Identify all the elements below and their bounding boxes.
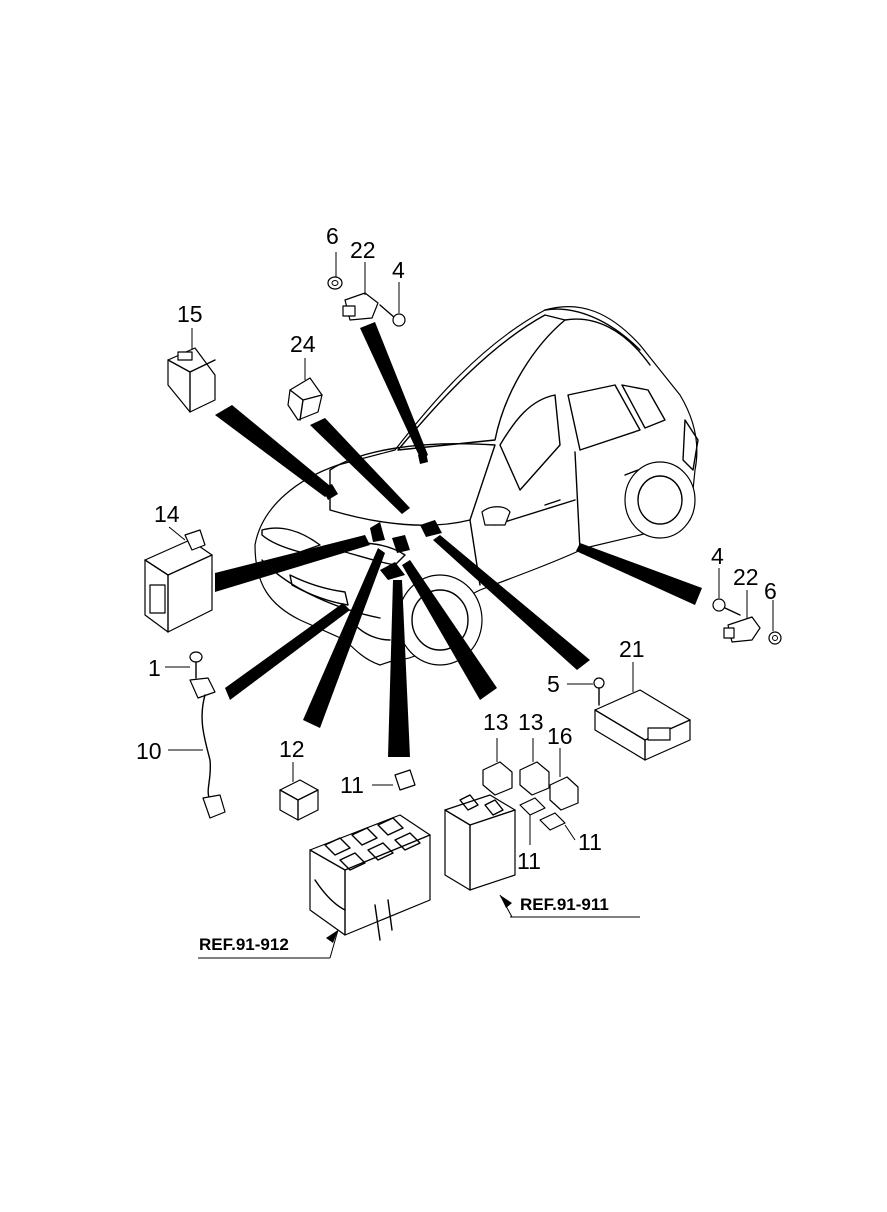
leader-11a (388, 580, 410, 757)
callout-16: 16 (547, 723, 573, 749)
leader-10 (225, 603, 350, 700)
callout-21: 21 (619, 636, 645, 662)
callout-13-b: 13 (518, 709, 544, 735)
part-1-bolt (165, 651, 203, 679)
callout-22-right: 22 (733, 564, 759, 590)
part-11-relay-c (539, 812, 576, 841)
callout-14: 14 (154, 501, 180, 527)
callout-12: 12 (279, 736, 305, 762)
leader-14 (215, 535, 370, 592)
ref-911-leader (499, 894, 640, 918)
part-6-right (768, 600, 782, 645)
callout-11-c: 11 (578, 829, 602, 855)
callout-13-a: 13 (483, 709, 509, 735)
part-24-relay (287, 358, 323, 421)
part-16-relay (549, 748, 579, 811)
callout-5: 5 (547, 671, 560, 697)
car-illustration (254, 306, 699, 666)
mount-points (322, 452, 442, 580)
callout-1: 1 (148, 655, 161, 681)
callout-24: 24 (290, 331, 316, 357)
part-4-right (712, 568, 741, 616)
junction-box-91-911 (444, 794, 516, 891)
part-13-relay-a (482, 738, 513, 796)
leader-12 (303, 548, 385, 728)
callout-15: 15 (177, 301, 203, 327)
leader-wedges (215, 322, 702, 757)
part-6-top (327, 252, 343, 290)
part-5-bolt (567, 677, 605, 706)
callout-10: 10 (136, 738, 162, 764)
leader-13 (402, 560, 497, 700)
callout-4-top: 4 (392, 257, 405, 283)
part-10-sensor-wire (168, 677, 226, 819)
part-22-top (342, 262, 379, 321)
callout-11-a: 11 (340, 772, 364, 798)
part-15-module (167, 328, 216, 413)
part-11-relay (372, 769, 416, 791)
fuse-box-91-912 (309, 814, 431, 941)
part-22-right (723, 590, 761, 643)
leader-22-top (360, 322, 428, 460)
callout-6-top: 6 (326, 223, 339, 249)
part-11-relay-b (519, 797, 546, 845)
callout-22-top: 22 (350, 237, 376, 263)
ref-91-911-label: REF.91-911 (520, 895, 609, 914)
ref-912-leader (198, 929, 339, 959)
part-12-relay (279, 762, 319, 821)
part-4-top (379, 282, 406, 327)
leader-22-right (576, 543, 702, 605)
part-21-airbag-unit (594, 662, 691, 761)
leader-24 (310, 418, 410, 514)
callout-11-b: 11 (517, 848, 541, 874)
leader-21 (433, 535, 590, 670)
leader-15 (215, 405, 335, 497)
callout-4-right: 4 (711, 543, 724, 569)
part-14-module (144, 526, 213, 633)
callout-6-right: 6 (764, 578, 777, 604)
ref-91-912-label: REF.91-912 (199, 935, 289, 954)
part-13-relay-b (519, 738, 550, 796)
